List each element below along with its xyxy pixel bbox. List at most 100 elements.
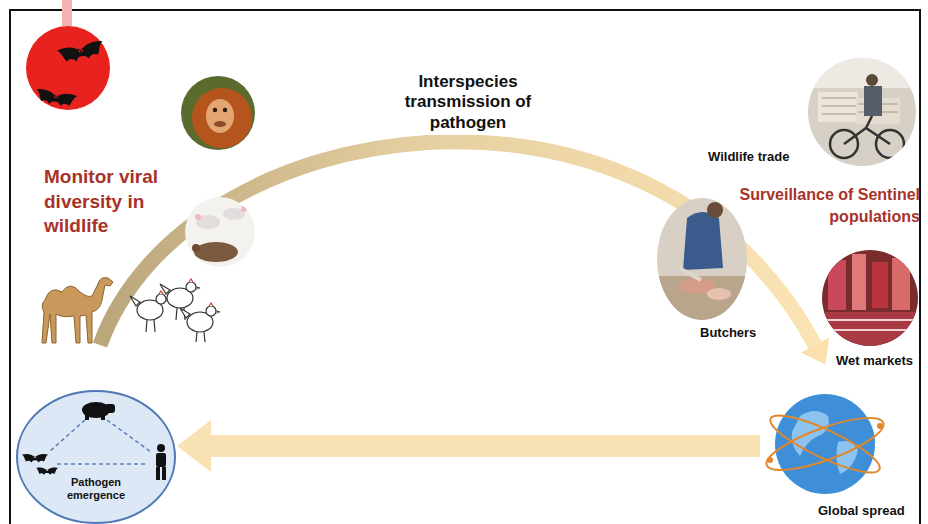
circle-part: [195, 214, 201, 220]
frame: [10, 10, 920, 524]
ellipse-part: [761, 408, 888, 480]
g-part: [182, 195, 262, 270]
rect-part: [85, 414, 89, 420]
node-caption: Global spread: [818, 504, 905, 519]
rect-part: [864, 86, 882, 116]
rect-part: [872, 262, 888, 308]
transmission-arc: [100, 142, 829, 365]
ellipse-part: [206, 99, 234, 133]
ellipse-part: [17, 391, 175, 523]
rect-part: [105, 404, 115, 413]
rect-part: [180, 75, 260, 155]
circle-part: [223, 108, 227, 112]
g-part: [657, 198, 747, 320]
use-part: [36, 468, 58, 475]
g-part: [808, 58, 916, 166]
path-part: [42, 278, 113, 343]
rect-part: [657, 276, 747, 320]
path-part: [216, 311, 220, 313]
rect-part: [818, 92, 858, 122]
rect-part: [822, 312, 918, 346]
g-part: [180, 303, 220, 342]
use-part: [35, 88, 78, 108]
ellipse-part: [194, 242, 238, 262]
circle-part: [206, 306, 216, 316]
path-part: [196, 287, 200, 289]
path-part: [49, 420, 151, 464]
use-part: [22, 454, 48, 463]
rect-part: [828, 260, 846, 310]
circle-part: [186, 282, 196, 292]
arrow-shape: [177, 420, 760, 472]
rect-part: [657, 198, 747, 320]
node-label: Pathogen emergence: [46, 476, 146, 501]
path-part: [189, 279, 193, 282]
photo-circle: Wildlife trade: [808, 58, 916, 166]
circle-part: [877, 423, 883, 429]
circle-part: [156, 294, 166, 304]
ellipse-part: [707, 288, 731, 300]
path-part: [822, 320, 918, 330]
path-part: [679, 268, 701, 280]
use-part: [57, 40, 106, 65]
g-part: [130, 291, 170, 332]
node-outline: [808, 58, 916, 166]
rect-part: [808, 58, 916, 88]
polygon-part: [801, 337, 829, 364]
circle-part: [26, 26, 110, 110]
rect-part: [162, 467, 166, 480]
emergence-circle: Pathogen emergence: [15, 390, 177, 524]
bat-picture: [26, 0, 110, 110]
rect-part: [101, 414, 105, 420]
chicken-picture: [130, 279, 220, 342]
node-caption: Wet markets: [836, 354, 913, 369]
path-part: [209, 303, 213, 306]
section-heading: Surveillance of Sentinel populations: [700, 184, 920, 227]
rect-part: [822, 250, 918, 346]
rect-part: [156, 453, 166, 467]
section-heading: Monitor viral diversity in wildlife: [44, 165, 194, 239]
rect-part: [892, 258, 910, 310]
node-outline: [822, 250, 918, 346]
ellipse-part: [765, 406, 886, 482]
g-part: [822, 250, 918, 346]
globe-circle: Global spread: [760, 386, 890, 502]
circle-part: [157, 444, 165, 452]
node-outline: [760, 386, 890, 502]
path-part: [159, 291, 163, 294]
rect-part: [156, 467, 160, 480]
node-caption: Butchers: [700, 326, 756, 341]
circle-part: [866, 74, 878, 86]
ellipse-part: [196, 215, 220, 229]
path-part: [100, 142, 815, 345]
circle-part: [213, 108, 217, 112]
circle-part: [192, 244, 200, 252]
path-part: [146, 320, 155, 332]
rodent-picture: [182, 195, 262, 270]
circle-part: [241, 206, 247, 212]
photo-circle: Wet markets: [822, 250, 918, 346]
flow-arrow: [177, 420, 760, 472]
path-part: [683, 212, 723, 270]
node-outline: [15, 390, 177, 524]
camel-picture: [42, 278, 113, 343]
circle-part: [767, 457, 773, 463]
node-outline: [657, 198, 747, 320]
path-part: [844, 116, 890, 144]
rect-part: [808, 58, 916, 166]
path-part: [822, 98, 898, 114]
node-caption: Wildlife trade: [708, 150, 790, 165]
circle-part: [707, 202, 723, 218]
orangutan-picture: [180, 75, 260, 155]
path-part: [196, 332, 205, 342]
ellipse-part: [214, 121, 226, 127]
arc-heading: Interspecies transmission of pathogen: [383, 72, 553, 135]
rect-part: [62, 0, 72, 26]
photo-circle: Butchers: [657, 198, 747, 320]
rect-part: [852, 254, 866, 310]
circle-part: [192, 88, 252, 148]
rect-part: [182, 195, 262, 270]
g-part: [180, 75, 260, 155]
